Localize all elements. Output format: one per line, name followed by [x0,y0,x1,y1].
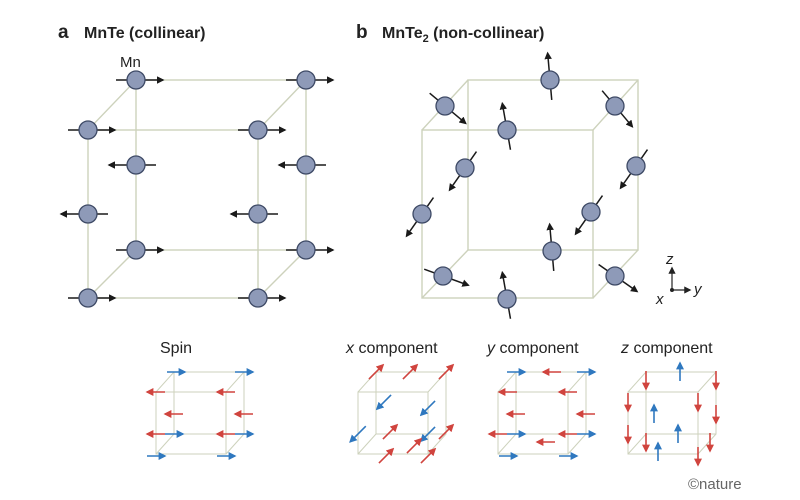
mn-atom-b-6 [455,158,475,178]
x-component-arrow-3 [438,363,455,380]
coordinate-axes: z y x [655,251,703,308]
mnte-collinear-cube [59,70,335,308]
x-component-cube [349,363,455,464]
x-component-arrow-10 [438,423,455,440]
z-component-word: component [629,340,713,357]
mn-atom-a-9 [126,240,146,260]
x-component-arrow-1 [368,363,385,380]
panel-b-title: MnTe2 (non-collinear) [382,25,544,45]
x-component-arrow-2 [402,363,419,380]
mn-atom-a-12 [248,288,268,308]
mn-atom-b-12 [497,289,517,309]
y-component-var: y [486,340,496,357]
y-component-cube [487,368,597,460]
mn-atom-b-7 [581,202,601,222]
panel-b-title-prefix: MnTe [382,25,423,42]
y-component-title: y component [486,340,579,357]
x-component-arrow-5 [419,400,436,417]
mn-atom-b-2 [435,96,455,116]
mn-atom-b-11 [605,266,625,286]
x-component-arrow-6 [349,425,367,443]
z-component-title: z component [620,340,713,357]
panel-a-title: MnTe (collinear) [84,25,206,42]
cube-a-edges [87,79,307,299]
mn-atom-a-11 [78,288,98,308]
x-component-arrow-11 [378,447,395,464]
x-component-title: x component [345,340,438,357]
y-component-word: component [495,340,579,357]
mn-atom-a-2 [296,70,316,90]
cube-b-edges [421,79,639,299]
x-component-arrow-12 [420,447,437,464]
spin-legend-cube [145,368,255,460]
mn-atom-a-8 [248,204,268,224]
mn-atom-b-8 [412,204,432,224]
x-component-arrow-8 [382,423,399,440]
panel-b-title-suffix: (non-collinear) [429,25,545,42]
mnte2-noncollinear-cube [405,51,649,319]
x-component-arrow-4 [375,394,392,411]
x-component-arrow-7 [419,426,436,443]
x-component-edges [357,371,447,455]
z-component-cube [624,361,720,467]
mn-atom-label: Mn [120,54,141,71]
mn-atom-a-6 [296,155,316,175]
mn-atom-a-1 [126,70,146,90]
mn-atom-a-3 [78,120,98,140]
panel-a-letter: a [58,22,69,43]
z-component-var: z [620,340,629,357]
mn-atom-a-10 [296,240,316,260]
spin-legend-edges [155,371,245,455]
x-component-var: x [345,340,355,357]
mn-atom-a-7 [78,204,98,224]
mn-atom-a-5 [126,155,146,175]
x-axis-label: x [655,291,664,308]
mn-atom-b-9 [542,241,562,261]
mn-atom-b-1 [540,70,560,90]
x-axis-dot [670,288,674,292]
panel-b-title-subscript: 2 [423,33,429,45]
spin-legend-title: Spin [160,340,192,357]
y-axis-label: y [693,281,703,298]
panel-b-letter: b [356,22,368,43]
mn-atom-b-10 [433,266,453,286]
z-component-edges [627,371,717,455]
mn-atom-b-5 [626,156,646,176]
x-component-word: component [354,340,438,357]
nature-watermark: ©nature [688,476,742,493]
z-axis-label: z [665,251,674,268]
x-component-arrow-9 [406,437,423,454]
mn-atom-a-4 [248,120,268,140]
mn-atom-b-4 [497,120,517,140]
mn-atom-b-3 [605,96,625,116]
